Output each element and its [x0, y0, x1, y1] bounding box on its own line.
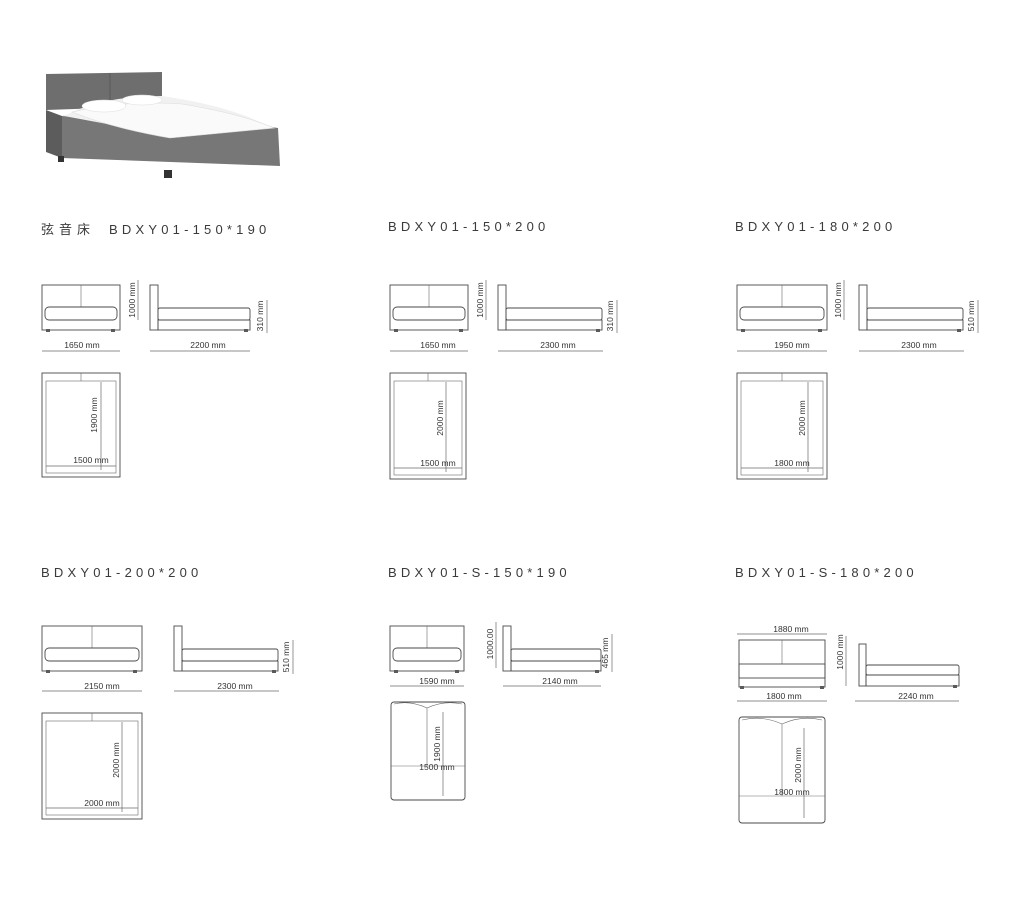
- model-title-4: BDXY01-200*200: [41, 565, 203, 580]
- side-height-label: 510 mm: [281, 642, 291, 673]
- front-view: 1650 mm 1000 mm: [41, 280, 139, 352]
- product-name: 弦音床: [41, 222, 96, 237]
- side-height-label: 310 mm: [605, 301, 615, 332]
- model-title-5: BDXY01-S-150*190: [388, 565, 571, 580]
- side-height-label: 310 mm: [255, 301, 265, 332]
- side-view: 2300 mm 510 mm: [173, 625, 294, 692]
- model-6-drawings: 1880 mm 1800 mm 1000 mm 2240 mm 2000: [737, 624, 960, 824]
- plan-width-label: 1800 mm: [774, 458, 809, 468]
- front-view: 1590 mm 1000.00: [389, 622, 497, 687]
- side-height-label: 465 mm: [600, 638, 610, 669]
- side-length-label: 2300 mm: [217, 681, 252, 691]
- front-view: 1650 mm 1000 mm: [389, 280, 487, 352]
- plan-length-label: 1900 mm: [89, 397, 99, 432]
- height-label: 1000.00: [485, 628, 495, 659]
- bed-photo: [46, 72, 280, 178]
- front-view: 1950 mm 1000 mm: [736, 280, 845, 352]
- plan-width-label: 1500 mm: [419, 762, 454, 772]
- plan-length-label: 2000 mm: [797, 400, 807, 435]
- front-view: 1880 mm 1800 mm 1000 mm: [737, 624, 847, 702]
- model-title-2: BDXY01-150*200: [388, 219, 550, 234]
- model-1-drawings: 1650 mm 1000 mm 2200 mm 310 mm 1900 mm 1…: [41, 280, 268, 478]
- side-view: 2140 mm 465 mm: [502, 625, 613, 687]
- plan-view: 2000 mm 1500 mm: [389, 372, 467, 480]
- model-4-drawings: 2150 mm 2300 mm 510 mm 2000 mm 2000 mm: [41, 625, 294, 820]
- side-view: 2240 mm: [855, 643, 960, 702]
- front-width-label: 1650 mm: [420, 340, 455, 350]
- plan-width-label: 1800 mm: [774, 787, 809, 797]
- side-view: 2300 mm 510 mm: [858, 284, 979, 352]
- side-view: 2200 mm 310 mm: [149, 284, 268, 352]
- front-width-label: 1590 mm: [419, 676, 454, 686]
- plan-view: 2000 mm 1800 mm: [738, 716, 826, 824]
- plan-length-label: 2000 mm: [111, 742, 121, 777]
- model-2-drawings: 1650 mm 1000 mm 2300 mm 310 mm 2000 mm 1…: [389, 280, 618, 480]
- height-label: 1000 mm: [833, 282, 843, 317]
- model-title-6: BDXY01-S-180*200: [735, 565, 918, 580]
- plan-length-label: 2000 mm: [435, 400, 445, 435]
- side-length-label: 2140 mm: [542, 676, 577, 686]
- plan-width-label: 1500 mm: [420, 458, 455, 468]
- side-length-label: 2200 mm: [190, 340, 225, 350]
- front-width-label: 1650 mm: [64, 340, 99, 350]
- plan-view: 1900 mm 1500 mm: [390, 701, 466, 801]
- model-3-drawings: 1950 mm 1000 mm 2300 mm 510 mm 2000 mm 1…: [736, 280, 979, 480]
- plan-view: 1900 mm 1500 mm: [41, 372, 121, 478]
- height-label: 1000 mm: [127, 282, 137, 317]
- side-length-label: 2300 mm: [540, 340, 575, 350]
- side-length-label: 2240 mm: [898, 691, 933, 701]
- model-5-drawings: 1590 mm 1000.00 2140 mm 465 mm 1900 mm 1…: [389, 622, 613, 801]
- plan-width-label: 2000 mm: [84, 798, 119, 808]
- height-label: 1000 mm: [475, 282, 485, 317]
- side-length-label: 2300 mm: [901, 340, 936, 350]
- height-label: 1000 mm: [835, 634, 845, 669]
- model-title-3: BDXY01-180*200: [735, 219, 897, 234]
- front-width-label: 1800 mm: [766, 691, 801, 701]
- top-width-label: 1880 mm: [773, 624, 808, 634]
- plan-view: 2000 mm 1800 mm: [736, 372, 828, 480]
- side-view: 2300 mm 310 mm: [497, 284, 618, 352]
- plan-width-label: 1500 mm: [73, 455, 108, 465]
- plan-view: 2000 mm 2000 mm: [41, 712, 143, 820]
- plan-length-label: 2000 mm: [793, 747, 803, 782]
- plan-length-label: 1900 mm: [432, 726, 442, 761]
- front-view: 2150 mm: [41, 625, 143, 692]
- side-height-label: 510 mm: [966, 301, 976, 332]
- front-width-label: 1950 mm: [774, 340, 809, 350]
- front-width-label: 2150 mm: [84, 681, 119, 691]
